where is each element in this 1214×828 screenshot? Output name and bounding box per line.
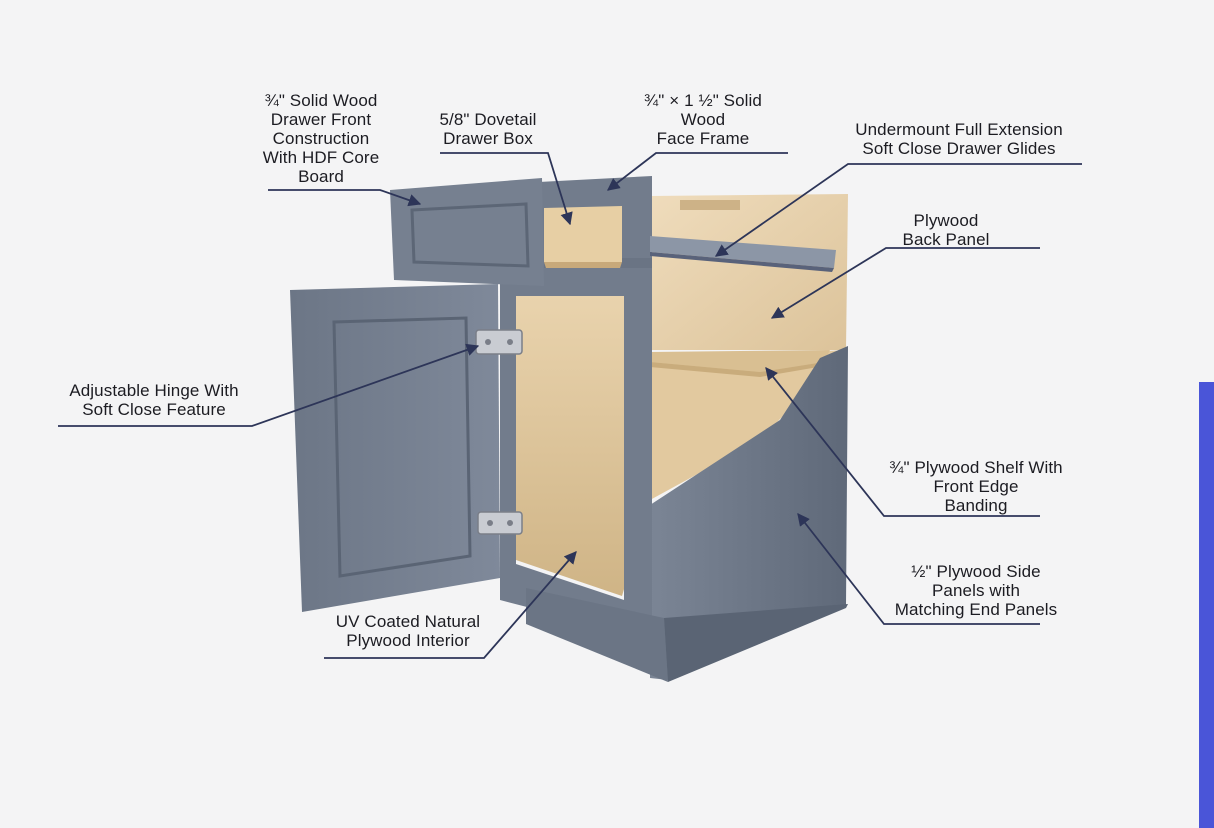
hinge-lower [478,512,522,534]
callout-face-frame: ¾" × 1 ½" Solid Wood Face Frame [612,91,794,148]
accent-bar [1199,382,1214,828]
dovetail-drawer-box [544,206,622,262]
callout-shelf: ¾" Plywood Shelf With Front Edge Banding [860,458,1092,515]
callout-dovetail: 5/8" Dovetail Drawer Box [412,110,564,148]
callout-drawer-front: ¾" Solid Wood Drawer Front Construction … [236,91,406,186]
callout-glides: Undermount Full Extension Soft Close Dra… [826,120,1092,158]
back-panel [650,194,848,350]
callout-back-panel: Plywood Back Panel [876,211,1016,249]
callout-interior: UV Coated Natural Plywood Interior [308,612,508,650]
hinge-upper [476,330,522,354]
callout-side-panels: ½" Plywood Side Panels with Matching End… [870,562,1082,619]
callout-hinge: Adjustable Hinge With Soft Close Feature [38,381,270,419]
